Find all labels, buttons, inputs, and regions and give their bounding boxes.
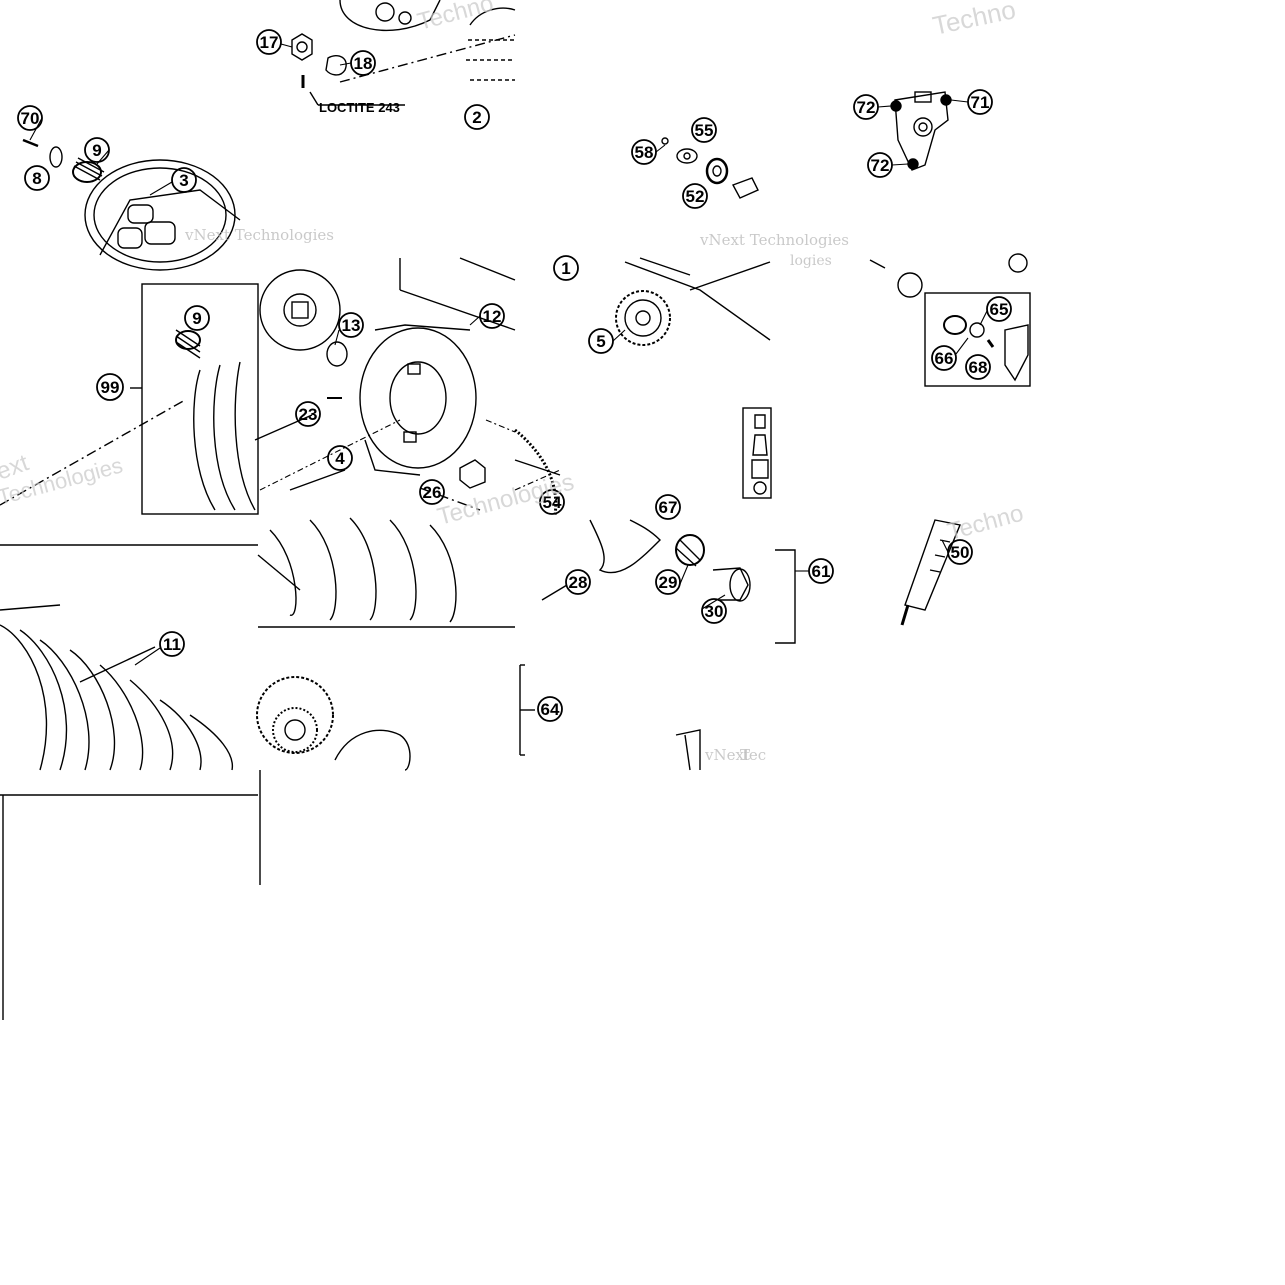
callout-72-bottom[interactable]: 72 (867, 152, 893, 178)
svg-text:23: 23 (299, 405, 318, 424)
callout-52[interactable]: 52 (682, 183, 708, 209)
callout-2[interactable]: 2 (464, 104, 490, 130)
callout-11[interactable]: 11 (159, 631, 185, 657)
callout-3[interactable]: 3 (171, 167, 197, 193)
svg-text:11: 11 (163, 635, 181, 654)
svg-text:66: 66 (935, 349, 954, 368)
watermark-6: Technologies (435, 468, 577, 530)
svg-text:68: 68 (969, 358, 988, 377)
callout-72-top[interactable]: 72 (853, 94, 879, 120)
callout-64[interactable]: 64 (537, 696, 563, 722)
svg-text:2: 2 (472, 108, 481, 127)
callout-65[interactable]: 65 (986, 296, 1012, 322)
callout-28[interactable]: 28 (565, 569, 591, 595)
callout-26[interactable]: 26 (419, 479, 445, 505)
svg-text:30: 30 (705, 602, 724, 621)
callout-4[interactable]: 4 (327, 445, 353, 471)
svg-text:3: 3 (179, 171, 188, 190)
callout-8[interactable]: 8 (24, 165, 50, 191)
callout-5[interactable]: 5 (588, 328, 614, 354)
svg-text:72: 72 (871, 156, 890, 175)
svg-text:13: 13 (342, 316, 361, 335)
watermark-1: vNext Technologies (184, 226, 334, 244)
linework (0, 0, 1031, 1020)
svg-text:70: 70 (21, 109, 40, 128)
callout-13[interactable]: 13 (338, 312, 364, 338)
callout-17[interactable]: 17 (256, 29, 282, 55)
loctite-note: LOCTITE 243 (319, 100, 400, 115)
svg-text:4: 4 (335, 449, 345, 468)
svg-text:71: 71 (971, 93, 990, 112)
callout-1[interactable]: 1 (553, 255, 579, 281)
svg-text:9: 9 (192, 309, 201, 328)
callout-55[interactable]: 55 (691, 117, 717, 143)
callout-54[interactable]: 54 (539, 489, 565, 515)
svg-text:9: 9 (92, 141, 101, 160)
svg-text:28: 28 (569, 573, 588, 592)
callout-9-top[interactable]: 9 (84, 137, 110, 163)
svg-text:50: 50 (951, 543, 970, 562)
watermark-2: vNext Technologies (699, 231, 849, 249)
svg-text:72: 72 (857, 98, 876, 117)
svg-text:12: 12 (483, 307, 502, 326)
callout-9-pack[interactable]: 9 (184, 305, 210, 331)
callout-18[interactable]: 18 (350, 50, 376, 76)
svg-text:65: 65 (990, 300, 1009, 319)
svg-text:1: 1 (561, 259, 570, 278)
svg-text:67: 67 (659, 498, 678, 517)
svg-text:17: 17 (260, 33, 279, 52)
callout-61[interactable]: 61 (808, 558, 834, 584)
svg-text:29: 29 (659, 573, 678, 592)
svg-text:61: 61 (812, 562, 831, 581)
svg-text:55: 55 (695, 121, 714, 140)
callouts: 70 8 9 3 17 18 2 58 55 52 72 71 72 9 99 … (17, 29, 1012, 722)
svg-text:64: 64 (541, 700, 560, 719)
watermark-8: vNext (704, 746, 750, 764)
callout-99[interactable]: 99 (96, 373, 124, 401)
callout-12[interactable]: 12 (479, 303, 505, 329)
svg-text:8: 8 (32, 169, 41, 188)
watermark-9: Tec (740, 746, 766, 764)
callout-23[interactable]: 23 (295, 401, 321, 427)
callout-66[interactable]: 66 (931, 345, 957, 371)
svg-text:99: 99 (101, 378, 120, 397)
svg-text:58: 58 (635, 143, 654, 162)
axis-lines (259, 419, 561, 491)
svg-text:26: 26 (423, 483, 442, 502)
watermark-7: Techno (945, 500, 1027, 546)
callout-71[interactable]: 71 (967, 89, 993, 115)
watermark-top-mid: Techno (415, 0, 497, 36)
watermark-top-right: Techno (930, 0, 1018, 41)
callout-30[interactable]: 30 (701, 598, 727, 624)
callout-70[interactable]: 70 (17, 105, 43, 131)
svg-text:5: 5 (596, 332, 605, 351)
watermark-3: logies (790, 253, 832, 269)
svg-text:52: 52 (686, 187, 705, 206)
svg-text:54: 54 (543, 493, 562, 512)
callout-58[interactable]: 58 (631, 139, 657, 165)
callout-leaders (29, 43, 988, 666)
svg-text:18: 18 (354, 54, 373, 73)
callout-67[interactable]: 67 (655, 494, 681, 520)
callout-68[interactable]: 68 (965, 354, 991, 380)
callout-29[interactable]: 29 (655, 569, 681, 595)
